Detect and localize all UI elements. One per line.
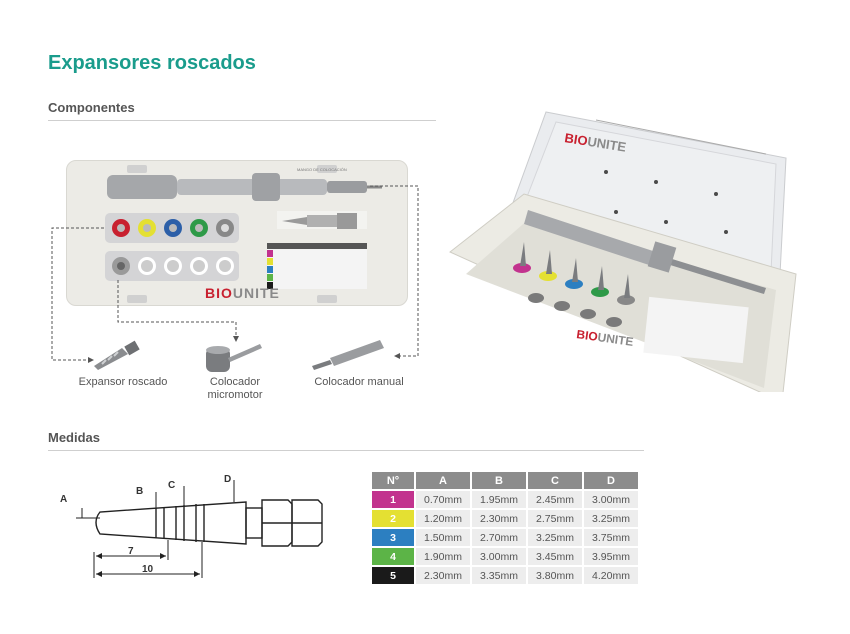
component-label-expander: Expansor roscado <box>78 376 168 388</box>
table-cell: 3.00mm <box>584 491 638 508</box>
manual-driver-icon <box>312 340 384 370</box>
table-cell: 0.70mm <box>416 491 470 508</box>
threaded-expander-icon <box>94 340 140 370</box>
table-cell: 3.45mm <box>528 548 582 565</box>
table-header-cell: C <box>528 472 582 489</box>
table-cell: 2.30mm <box>472 510 526 527</box>
row-number-cell: 4 <box>372 548 414 565</box>
table-cell: 1.95mm <box>472 491 526 508</box>
section-title-components: Componentes <box>48 100 135 115</box>
kit-case-3d: BIOUNITE BIOUNITE <box>449 111 797 392</box>
dim-label-a: A <box>60 494 68 505</box>
table-cell: 2.45mm <box>528 491 582 508</box>
dim-label-length-10: 10 <box>142 564 154 575</box>
dim-label-c: C <box>168 480 176 491</box>
row-number-cell: 2 <box>372 510 414 527</box>
table-header-cell: D <box>584 472 638 489</box>
table-cell: 3.95mm <box>584 548 638 565</box>
table-cell: 3.25mm <box>528 529 582 546</box>
dim-label-d: D <box>224 474 232 485</box>
table-cell: 3.35mm <box>472 567 526 584</box>
brand-logo: BIOUNITE <box>205 285 280 301</box>
component-label-micromotor: Colocador micromotor <box>207 376 263 401</box>
row-number-cell: 3 <box>372 529 414 546</box>
micromotor-driver-icon <box>206 344 262 372</box>
svg-text:BIOUNITE: BIOUNITE <box>576 327 635 349</box>
table-header-cell: B <box>472 472 526 489</box>
table-cell: 2.75mm <box>528 510 582 527</box>
driver-slot-panel <box>105 251 239 281</box>
table-header-row: N° A B C D <box>372 472 638 489</box>
svg-text:MANGO DE COLOCACIÓN: MANGO DE COLOCACIÓN <box>297 167 347 172</box>
table-cell: 4.20mm <box>584 567 638 584</box>
kit-tray: MANGO DE COLOCACIÓN BIO <box>66 160 408 306</box>
table-header-cell: A <box>416 472 470 489</box>
section-title-measures: Medidas <box>48 430 101 445</box>
table-cell: 3.80mm <box>528 567 582 584</box>
dim-label-b: B <box>136 486 144 497</box>
svg-text:BIOUNITE: BIOUNITE <box>564 130 628 155</box>
expander-slot-panel <box>105 213 239 243</box>
divider <box>48 120 436 121</box>
component-label-manual: Colocador manual <box>314 376 404 388</box>
row-number-cell: 1 <box>372 491 414 508</box>
divider <box>48 450 644 451</box>
kit-tray-drawing: MANGO DE COLOCACIÓN <box>107 165 382 303</box>
table-cell: 1.90mm <box>416 548 470 565</box>
table-cell: 1.20mm <box>416 510 470 527</box>
table-header-cell: N° <box>372 472 414 489</box>
table-cell: 3.75mm <box>584 529 638 546</box>
table-cell: 2.70mm <box>472 529 526 546</box>
expander-dimension-diagram <box>76 480 323 578</box>
table-cell: 1.50mm <box>416 529 470 546</box>
table-cell: 3.25mm <box>584 510 638 527</box>
table-cell: 2.30mm <box>416 567 470 584</box>
page-title: Expansores roscados <box>48 52 256 74</box>
table-cell: 3.00mm <box>472 548 526 565</box>
row-number-cell: 5 <box>372 567 414 584</box>
dim-label-length-7: 7 <box>128 546 134 557</box>
